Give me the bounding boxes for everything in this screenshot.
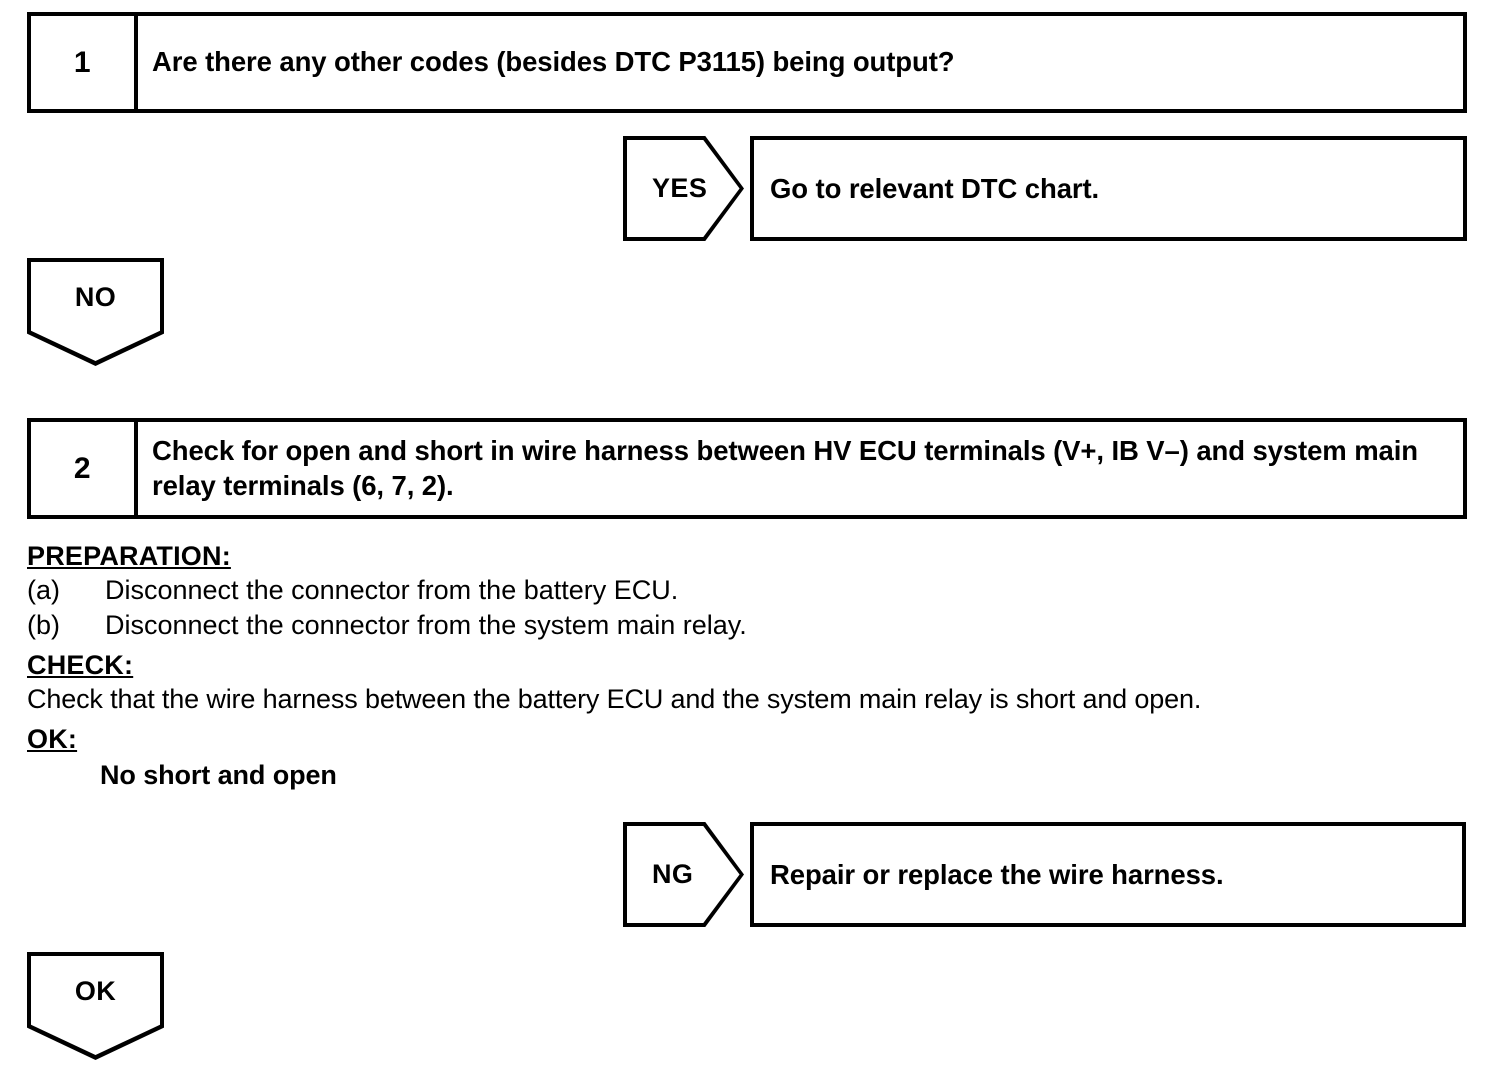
ok-heading: OK:	[27, 724, 78, 754]
preparation-item-a-text: Disconnect the connector from the batter…	[105, 575, 679, 605]
preparation-item-a: (a) Disconnect the connector from the ba…	[27, 577, 1467, 604]
no-branch-label: NO	[74, 282, 117, 312]
ok-value-text: No short and open	[100, 760, 337, 790]
step-1-box: 1 Are there any other codes (besides DTC…	[27, 12, 1467, 113]
ng-branch-arrow-fill: NG	[627, 826, 740, 923]
check-text: Check that the wire harness between the …	[27, 684, 1202, 714]
ng-branch-label: NG	[652, 859, 694, 889]
ng-result-box: Repair or replace the wire harness.	[750, 822, 1466, 927]
preparation-item-b-text: Disconnect the connector from the system…	[105, 610, 747, 640]
step-2-text: Check for open and short in wire harness…	[152, 434, 1418, 501]
preparation-item-b: (b) Disconnect the connector from the sy…	[27, 612, 1467, 639]
preparation-item-b-tag: (b)	[27, 610, 60, 640]
preparation-heading: PREPARATION:	[27, 541, 231, 571]
step-2-number: 2	[31, 422, 138, 515]
yes-branch-arrow-fill: YES	[627, 140, 740, 237]
yes-branch-arrow: YES	[623, 136, 744, 241]
check-heading: CHECK:	[27, 650, 134, 680]
yes-result-box: Go to relevant DTC chart.	[750, 136, 1467, 241]
step-1-text: Are there any other codes (besides DTC P…	[152, 46, 955, 78]
procedure-text-block: PREPARATION: (a) Disconnect the connecto…	[27, 543, 1467, 789]
step-1-number: 1	[31, 16, 138, 109]
ok-branch-label: OK	[74, 976, 117, 1006]
preparation-item-a-tag: (a)	[27, 575, 60, 605]
ng-branch-arrow: NG	[623, 822, 744, 927]
no-branch-arrow: NO	[27, 258, 164, 366]
ok-branch-arrow: OK	[27, 952, 164, 1060]
step-2-box: 2 Check for open and short in wire harne…	[27, 418, 1467, 519]
yes-branch-label: YES	[652, 173, 708, 203]
